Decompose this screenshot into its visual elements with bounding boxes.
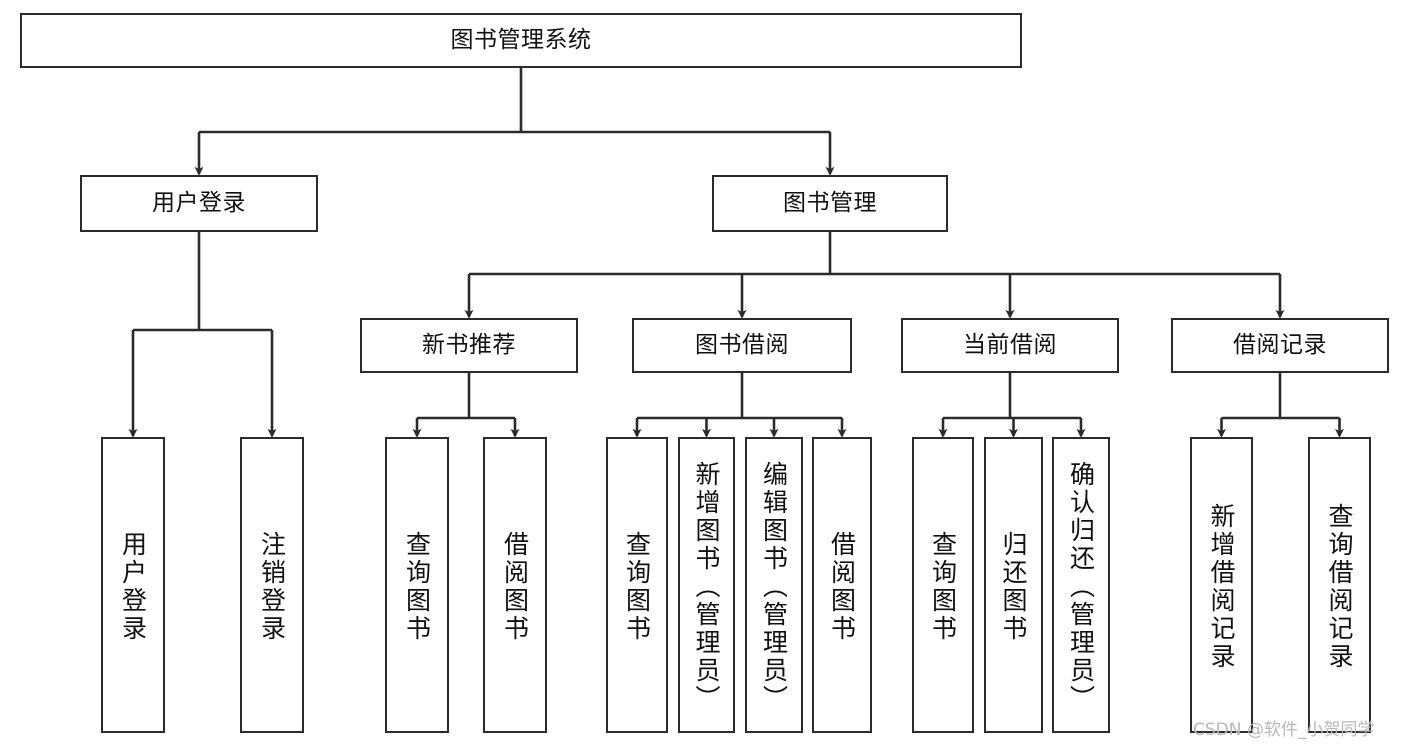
node-leaf-query-book-3[interactable]: 查询图书 — [912, 437, 974, 733]
node-borrow-record[interactable]: 借阅记录 — [1171, 318, 1389, 373]
node-label: 借阅图书 — [827, 531, 857, 643]
node-label: 图书借阅 — [695, 331, 789, 358]
node-label: 用户登录 — [118, 531, 148, 643]
node-label: 编辑图书（管理员） — [759, 461, 789, 713]
node-leaf-query-book-2[interactable]: 查询图书 — [606, 437, 668, 733]
node-label: 图书管理 — [783, 189, 877, 216]
node-leaf-borrow-book-1[interactable]: 借阅图书 — [483, 437, 547, 733]
node-label: 查询图书 — [402, 531, 432, 643]
node-leaf-edit-book[interactable]: 编辑图书（管理员） — [745, 437, 803, 733]
node-user-login[interactable]: 用户登录 — [80, 175, 318, 232]
node-book-manage[interactable]: 图书管理 — [712, 175, 948, 232]
node-label: 查询借阅记录 — [1325, 503, 1354, 671]
node-leaf-query-book-1[interactable]: 查询图书 — [385, 437, 449, 733]
node-leaf-return-book[interactable]: 归还图书 — [984, 437, 1043, 733]
node-leaf-confirm-return[interactable]: 确认归还（管理员） — [1052, 437, 1110, 733]
node-label: 查询图书 — [622, 531, 652, 643]
node-leaf-query-record[interactable]: 查询借阅记录 — [1308, 437, 1371, 733]
node-label: 确认归还（管理员） — [1066, 461, 1096, 713]
node-root[interactable]: 图书管理系统 — [20, 13, 1022, 68]
node-label: 查询图书 — [928, 531, 958, 643]
node-label: 用户登录 — [152, 189, 246, 216]
node-label: 借阅图书 — [500, 531, 530, 643]
node-label: 新书推荐 — [422, 331, 516, 358]
watermark: CSDN @软件_小贺同学 — [1193, 720, 1375, 740]
node-label: 注销登录 — [257, 531, 287, 643]
node-leaf-user-logout[interactable]: 注销登录 — [240, 437, 304, 733]
node-label: 归还图书 — [999, 531, 1028, 643]
node-label: 图书管理系统 — [450, 26, 592, 53]
node-leaf-add-book[interactable]: 新增图书（管理员） — [678, 437, 735, 733]
node-label: 当前借阅 — [963, 331, 1057, 358]
node-current-borrow[interactable]: 当前借阅 — [901, 318, 1119, 373]
node-label: 新增借阅记录 — [1207, 503, 1236, 671]
node-leaf-borrow-book-2[interactable]: 借阅图书 — [812, 437, 872, 733]
node-new-book-rec[interactable]: 新书推荐 — [360, 318, 578, 373]
node-book-borrow[interactable]: 图书借阅 — [632, 318, 852, 373]
node-leaf-add-record[interactable]: 新增借阅记录 — [1190, 437, 1253, 733]
node-label: 借阅记录 — [1233, 331, 1327, 358]
node-leaf-user-login[interactable]: 用户登录 — [101, 437, 165, 733]
node-label: 新增图书（管理员） — [692, 461, 721, 713]
